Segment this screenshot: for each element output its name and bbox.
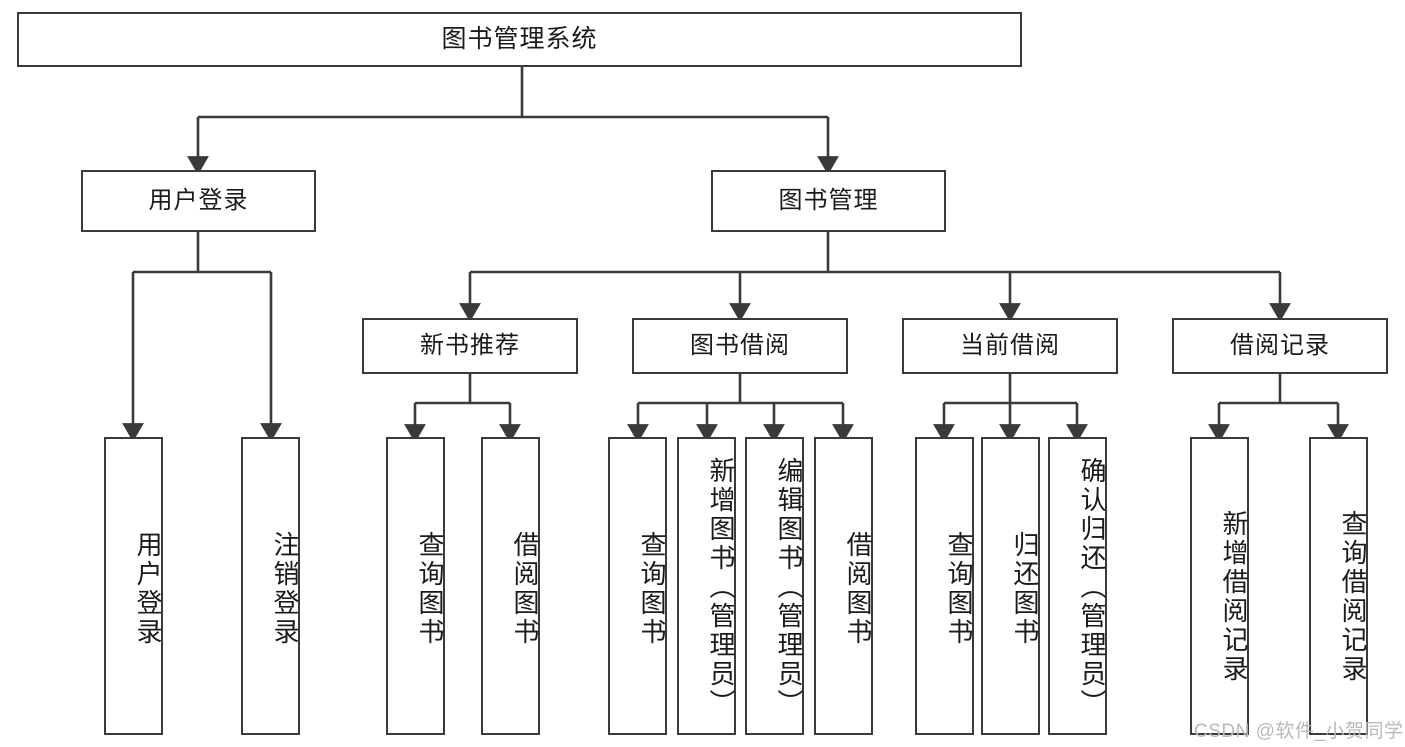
node-new-book-recommend-label: 新书推荐 xyxy=(420,331,520,359)
node-leaf-logout[interactable]: 注销登录 xyxy=(241,437,300,735)
node-leaf-borrow-book-1[interactable]: 借阅图书 xyxy=(481,437,540,735)
node-leaf-confirm-return[interactable]: 确认归还（管理员） xyxy=(1048,437,1107,735)
node-leaf-add-book-label: 新增图书（管理员） xyxy=(706,456,736,718)
node-leaf-borrow-book-2-label: 借阅图书 xyxy=(843,531,873,647)
node-leaf-query-record-label: 查询借阅记录 xyxy=(1338,510,1368,684)
node-current-borrow[interactable]: 当前借阅 xyxy=(902,318,1118,374)
node-book-borrow-label: 图书借阅 xyxy=(690,331,790,359)
node-book-manage[interactable]: 图书管理 xyxy=(711,170,946,232)
node-root-label: 图书管理系统 xyxy=(441,24,598,53)
node-leaf-add-record[interactable]: 新增借阅记录 xyxy=(1190,437,1249,735)
node-leaf-confirm-return-label: 确认归还（管理员） xyxy=(1077,456,1107,718)
node-leaf-query-record[interactable]: 查询借阅记录 xyxy=(1309,437,1368,735)
node-leaf-user-login[interactable]: 用户登录 xyxy=(104,437,163,735)
node-leaf-query-book-3-label: 查询图书 xyxy=(944,531,974,647)
node-leaf-return-book[interactable]: 归还图书 xyxy=(981,437,1040,735)
node-leaf-edit-book-label: 编辑图书（管理员） xyxy=(774,456,804,718)
node-leaf-return-book-label: 归还图书 xyxy=(1010,531,1040,647)
node-leaf-user-login-label: 用户登录 xyxy=(133,531,163,647)
node-root[interactable]: 图书管理系统 xyxy=(17,12,1022,67)
node-leaf-logout-label: 注销登录 xyxy=(270,531,300,647)
node-current-borrow-label: 当前借阅 xyxy=(960,331,1060,359)
node-leaf-query-book-2[interactable]: 查询图书 xyxy=(608,437,667,735)
node-leaf-query-book-1[interactable]: 查询图书 xyxy=(386,437,445,735)
node-borrow-record-label: 借阅记录 xyxy=(1230,331,1330,359)
node-user-login-label: 用户登录 xyxy=(148,186,249,214)
node-leaf-add-record-label: 新增借阅记录 xyxy=(1219,510,1249,684)
node-leaf-borrow-book-2[interactable]: 借阅图书 xyxy=(814,437,873,735)
node-borrow-record[interactable]: 借阅记录 xyxy=(1172,318,1388,374)
node-leaf-add-book[interactable]: 新增图书（管理员） xyxy=(677,437,736,735)
node-new-book-recommend[interactable]: 新书推荐 xyxy=(362,318,578,374)
node-book-manage-label: 图书管理 xyxy=(778,186,879,214)
node-leaf-query-book-2-label: 查询图书 xyxy=(637,531,667,647)
node-leaf-query-book-1-label: 查询图书 xyxy=(415,531,445,647)
node-user-login[interactable]: 用户登录 xyxy=(81,170,316,232)
node-leaf-edit-book[interactable]: 编辑图书（管理员） xyxy=(745,437,804,735)
node-leaf-query-book-3[interactable]: 查询图书 xyxy=(915,437,974,735)
csdn-watermark: CSDN @软件_小贺同学 xyxy=(1194,721,1404,742)
node-book-borrow[interactable]: 图书借阅 xyxy=(632,318,848,374)
node-leaf-borrow-book-1-label: 借阅图书 xyxy=(510,531,540,647)
